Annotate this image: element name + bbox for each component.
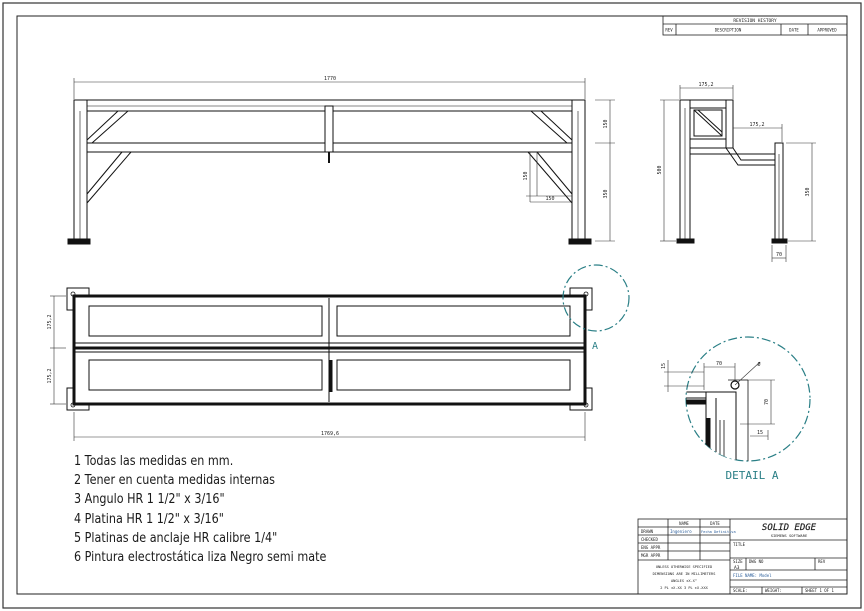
tb-unless-1: UNLESS OTHERWISE SPECIFIED [656,565,712,569]
side-dim-inner: 175,2 [749,122,764,128]
front-view [67,99,592,245]
tb-size-value: A3 [734,565,740,571]
title-block [637,518,848,595]
tb-scale: SCALE: [733,588,747,593]
tb-unless-4: 2 PL ±X.XX 3 PL ±X.XXX [660,586,708,590]
plan-dim-left-top: 175,2 [47,314,53,329]
front-dim-brace-h: 150 [545,196,554,202]
tb-col-name: NAME [679,521,689,526]
tb-weight: WEIGHT: [765,588,782,593]
detail-a: 70 Ø 15 70 15 [661,336,811,462]
tb-rev-label: REV [818,559,826,564]
revision-col-approved: APPROVED [817,28,837,33]
note-1: 1 Todas las medidas en mm. [74,454,234,469]
front-dim-height: 350 [603,189,609,198]
front-dim-brace-v: 150 [523,171,529,180]
tb-drawn-name: Ingeniero [670,529,692,534]
tb-eng-appr: ENG APPR [641,545,661,550]
side-dim-bottom: 70 [776,252,782,258]
tb-file-name: FILE NAME: Model [733,573,772,578]
plan-dim-left-bottom: 175,2 [47,368,53,383]
tb-size-label: SIZE [733,559,743,564]
tb-col-date: DATE [710,521,720,526]
tb-drawn-date: Fecha Definitiva [701,530,736,534]
plan-dim-length: 1769,6 [321,431,339,437]
general-notes: 1 Todas las medidas en mm. 2 Tener en cu… [74,452,367,567]
tb-dwg-label: DWG NO [749,559,764,564]
detail-callout-label: A [592,341,598,352]
tb-checked: CHECKED [641,537,658,542]
inner-border [16,15,848,595]
tb-unless-3: ANGLES ±X.X° [671,579,697,583]
plan-dimensions [50,295,586,441]
revision-history-table [662,15,848,36]
revision-col-date: DATE [789,28,799,33]
note-2: 2 Tener en cuenta medidas internas [74,473,276,489]
note-5: 5 Platinas de anclaje HR calibre 1/4" [74,530,278,546]
detail-callout-circle [562,264,630,332]
note-4: 4 Platina HR 1 1/2" x 3/16" [74,511,224,527]
front-dimensions [73,78,615,242]
tb-brand-sub: SIEMENS SOFTWARE [771,533,808,538]
side-dim-left: 500 [657,165,663,174]
tb-brand: SOLID EDGE [762,523,817,533]
detail-dim-width: 70 [716,361,722,367]
tb-unless-2: DIMENSIONS ARE IN MILLIMETERS [653,572,716,576]
tb-title-label: TITLE [733,542,746,547]
note-6: 6 Pintura electrostática liza Negro semi… [74,550,327,566]
side-dimensions [660,85,816,262]
front-dim-upper: 150 [603,119,609,128]
tb-drawn: DRAWN [641,529,654,534]
side-view [676,99,788,244]
note-3: 3 Angulo HR 1 1/2" x 3/16" [74,492,225,508]
revision-col-rev: REV [665,28,673,33]
detail-dim-radius: Ø [757,361,760,368]
detail-dim-b: 15 [757,430,763,436]
revision-col-description: DESCRIPTION [715,28,742,33]
tb-sheet: SHEET 1 OF 1 [805,588,834,593]
revision-history-title: REVISION HISTORY [733,18,777,24]
side-dim-right: 350 [805,187,811,196]
front-dim-length: 1770 [324,76,336,82]
side-dim-top: 175,2 [698,82,713,88]
detail-dim-vertical: 15 [661,363,667,369]
detail-a-title: DETAIL A [726,469,779,482]
tb-mgr-appr: MGR APPR [641,553,661,558]
plan-view [66,287,593,411]
detail-dim-a: 70 [764,399,770,405]
